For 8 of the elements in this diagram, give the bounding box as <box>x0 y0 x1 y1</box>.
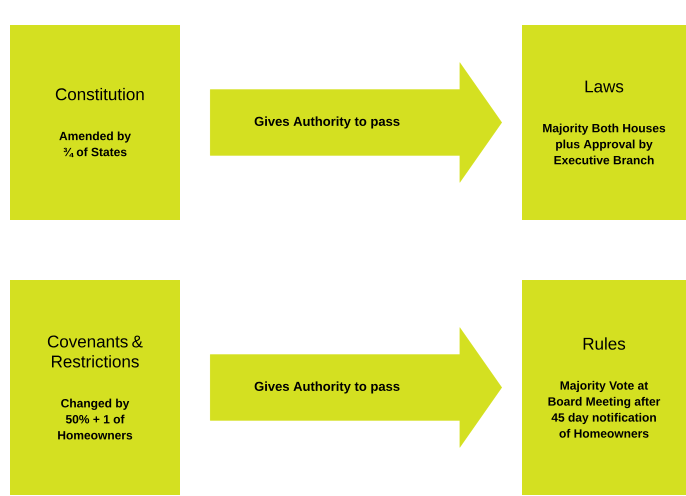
block-arrow <box>210 62 502 183</box>
text-box: Constitution Amended by ¾ of States <box>10 25 180 220</box>
text-box: Covenants & Restrictions Changed by 50% + 1 of Homeowners <box>10 280 180 495</box>
edge-label: Gives Authority to pass <box>253 115 402 130</box>
edge-label: Gives Authority to pass <box>253 380 402 395</box>
text-box: Laws Majority Both Houses plus Approval by Executive Branch <box>522 25 686 220</box>
text-box: Rules Majority Vote at Board Meeting after 45 day notification of Homeowners <box>522 280 686 495</box>
block-arrow <box>210 327 502 448</box>
